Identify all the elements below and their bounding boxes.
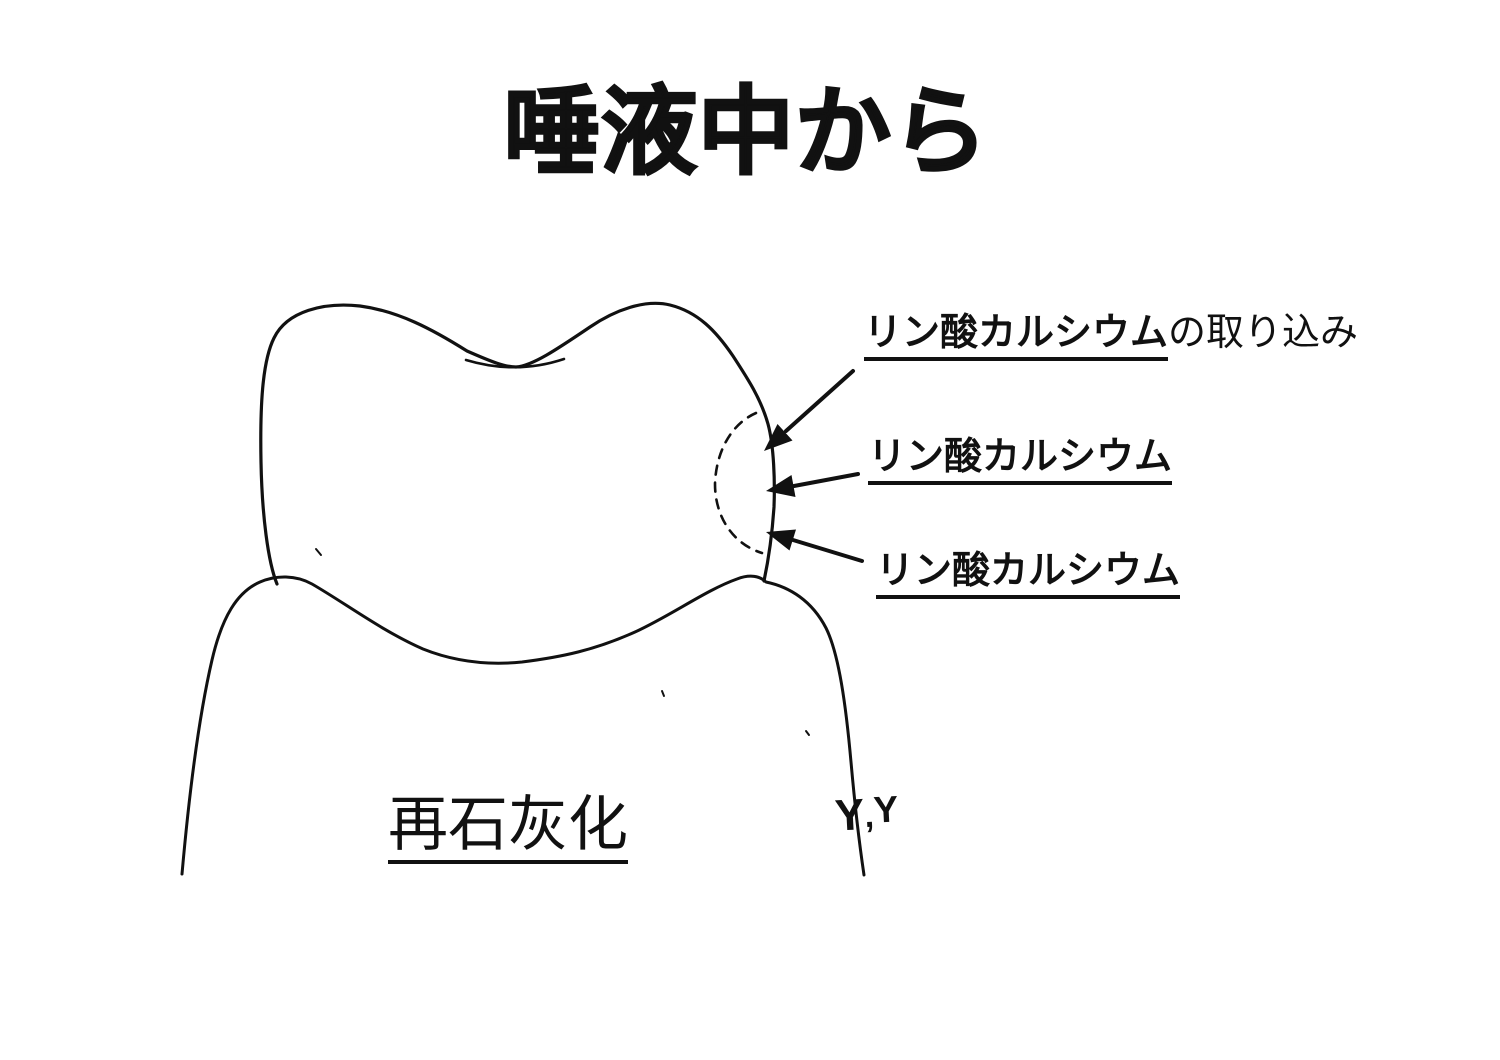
- handwritten-char: Y: [833, 790, 866, 841]
- label-calcium-phosphate-uptake: リン酸カルシウムの取り込み: [864, 312, 1359, 361]
- handwritten-char: Y: [872, 788, 900, 831]
- handwritten-note: Y,Y: [834, 788, 900, 841]
- label-suffix: の取り込み: [1168, 312, 1359, 354]
- arrow-mid-icon: [766, 472, 860, 497]
- scan-speck-marks: [315, 548, 810, 736]
- occlusal-fissure-line: [464, 357, 566, 369]
- label-term: リン酸カルシウム: [868, 436, 1173, 485]
- label-term: リン酸カルシウム: [876, 550, 1181, 599]
- page-title: 唾液中から: [503, 79, 990, 187]
- tooth-crown-outline: [259, 301, 776, 586]
- label-calcium-phosphate-lower: リン酸カルシウム: [876, 550, 1181, 599]
- caption-remineralization: 再石灰化: [388, 790, 628, 864]
- lesion-dashed-arc-icon: [713, 411, 764, 555]
- arrow-lower-icon: [766, 529, 864, 563]
- label-calcium-phosphate-mid: リン酸カルシウム: [868, 436, 1173, 485]
- label-term: リン酸カルシウム: [864, 312, 1169, 361]
- caption-text: 再石灰化: [388, 791, 628, 864]
- gum-outline: [180, 574, 866, 877]
- arrow-uptake-icon: [764, 369, 855, 451]
